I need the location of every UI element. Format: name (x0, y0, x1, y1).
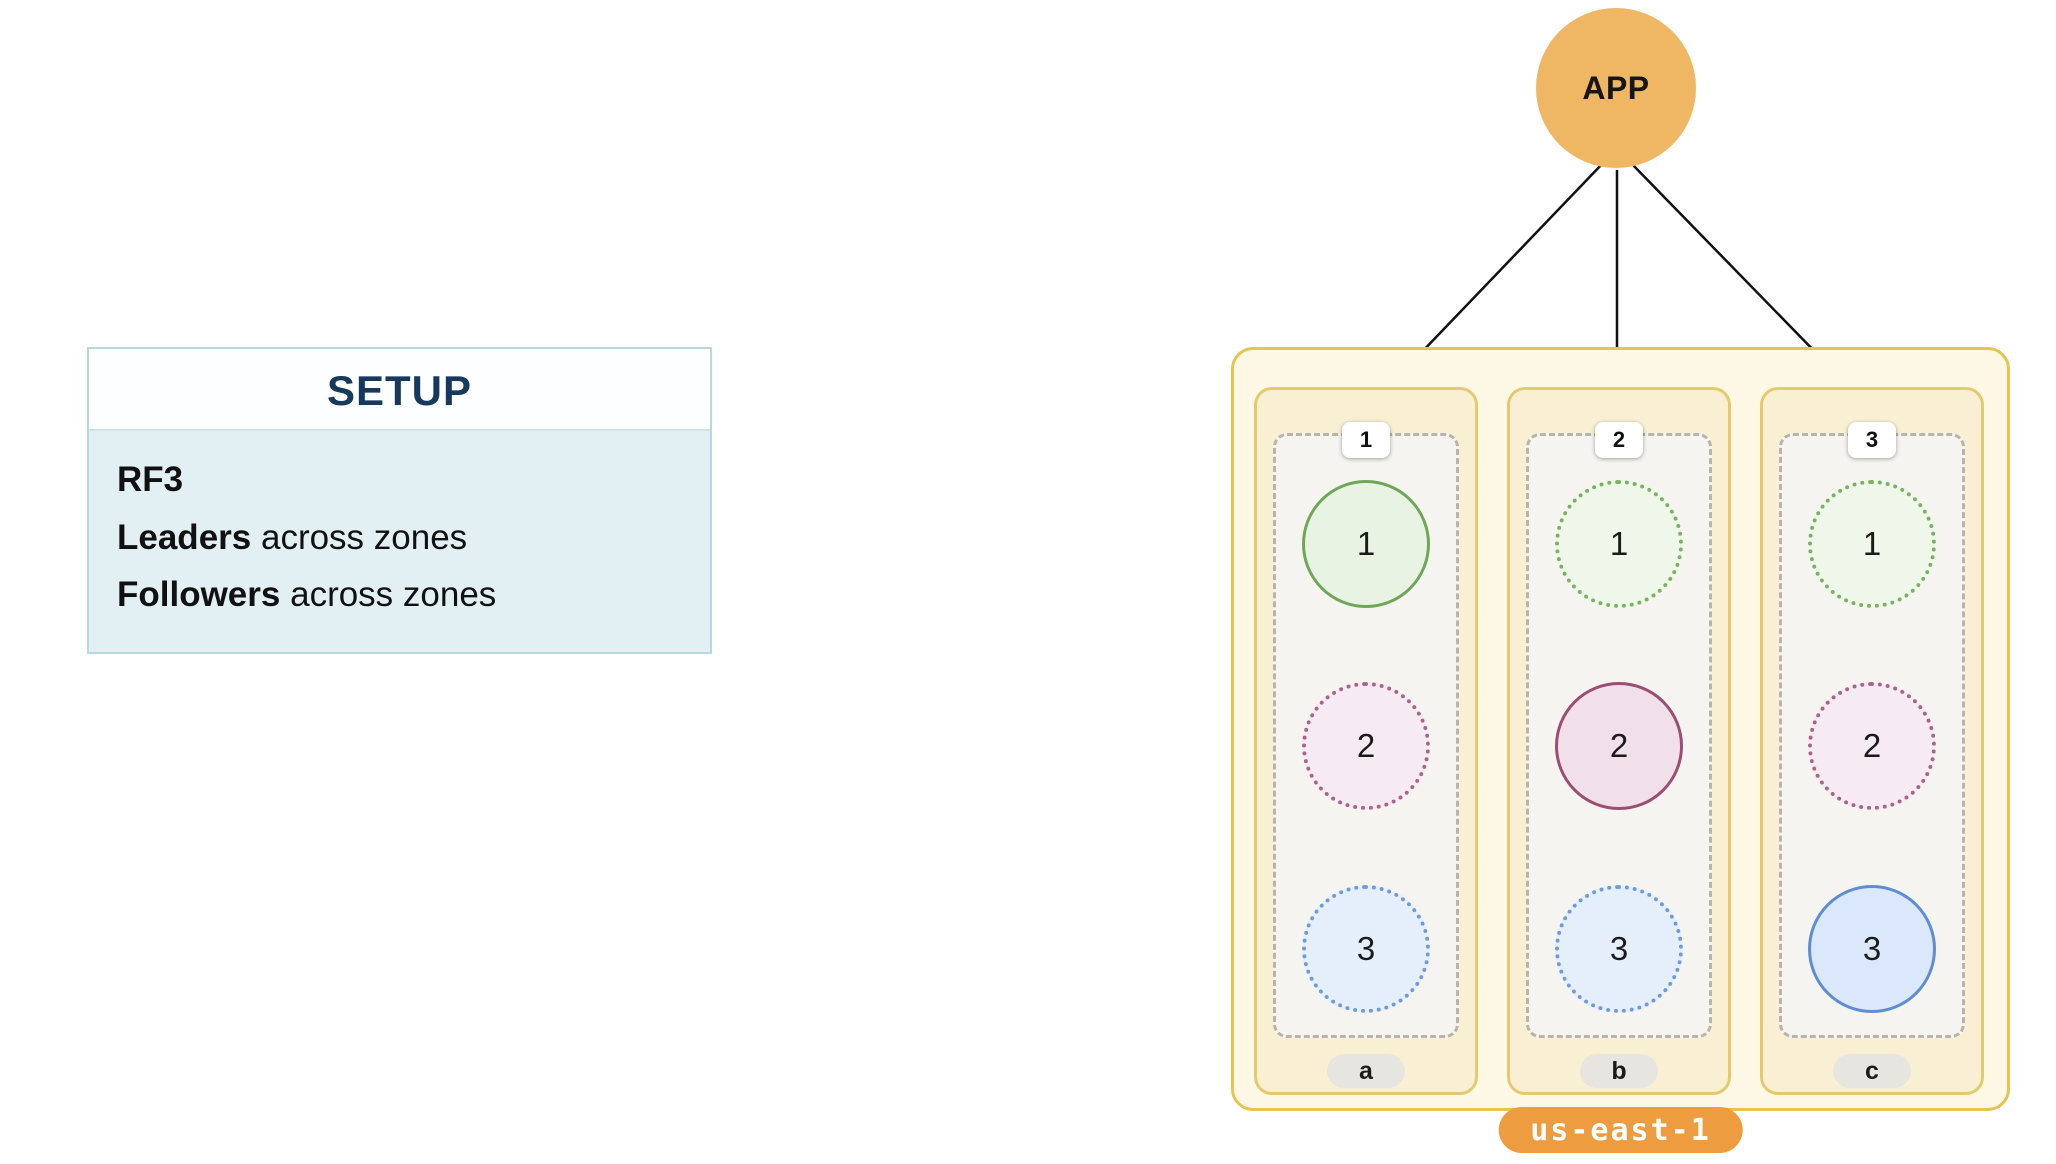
replica-label: 3 (1862, 930, 1882, 967)
replica-label: 2 (1356, 727, 1376, 764)
replica-zone-a-range-2-follower: 2 (1302, 682, 1430, 810)
replica-zone-b-range-1-follower: 1 (1555, 480, 1683, 608)
zone-a: 1 1 2 3 a (1254, 387, 1478, 1095)
replica-label: 2 (1609, 727, 1629, 764)
setup-line-rf3-bold: RF3 (117, 460, 184, 499)
setup-line-leaders-bold: Leaders (117, 517, 252, 557)
replica-zone-b-range-2-leader: 2 (1555, 682, 1683, 810)
node-3: 3 1 2 3 (1779, 422, 1965, 1038)
replica-label: 1 (1862, 525, 1882, 562)
node-1: 1 1 2 3 (1273, 422, 1459, 1038)
replica-zone-a-range-1-leader: 1 (1302, 480, 1430, 608)
setup-panel-title: SETUP (89, 349, 710, 429)
replica-label: 3 (1356, 930, 1376, 967)
node-3-badge: 3 (1848, 422, 1896, 458)
zone-a-label: a (1327, 1054, 1405, 1088)
setup-line-followers-bold: Followers (117, 575, 281, 614)
replica-zone-a-range-3-follower: 3 (1302, 885, 1430, 1013)
replica-zone-c-range-1-follower: 1 (1808, 480, 1936, 608)
setup-line-followers: Followers across zones (117, 572, 682, 618)
zone-b: 2 1 2 3 b (1507, 387, 1731, 1095)
replica-label: 1 (1609, 525, 1629, 562)
app-label: APP (1582, 69, 1650, 106)
setup-panel: SETUP RF3 Leaders across zones Followers… (87, 347, 712, 654)
node-1-badge: 1 (1342, 422, 1390, 458)
setup-line-followers-rest: across zones (280, 575, 497, 614)
replica-label: 1 (1356, 525, 1376, 562)
setup-line-leaders: Leaders across zones (117, 515, 682, 561)
setup-line-leaders-rest: across zones (251, 517, 468, 557)
zone-c: 3 1 2 3 c (1760, 387, 1984, 1095)
zone-c-label: c (1833, 1054, 1911, 1088)
region-label: us-east-1 (1498, 1107, 1743, 1153)
zone-b-label: b (1580, 1054, 1658, 1088)
node-2-badge: 2 (1595, 422, 1643, 458)
replica-zone-c-range-2-follower: 2 (1808, 682, 1936, 810)
node-2: 2 1 2 3 (1526, 422, 1712, 1038)
setup-panel-body: RF3 Leaders across zones Followers acros… (89, 429, 710, 652)
app-node: APP (1536, 8, 1696, 168)
region-us-east-1: 1 1 2 3 a 2 1 2 (1231, 347, 2010, 1153)
replica-zone-b-range-3-follower: 3 (1555, 885, 1683, 1013)
replica-zone-c-range-3-leader: 3 (1808, 885, 1936, 1013)
setup-line-rf3: RF3 (117, 457, 682, 503)
replica-label: 2 (1862, 727, 1882, 764)
replica-label: 3 (1609, 930, 1629, 967)
